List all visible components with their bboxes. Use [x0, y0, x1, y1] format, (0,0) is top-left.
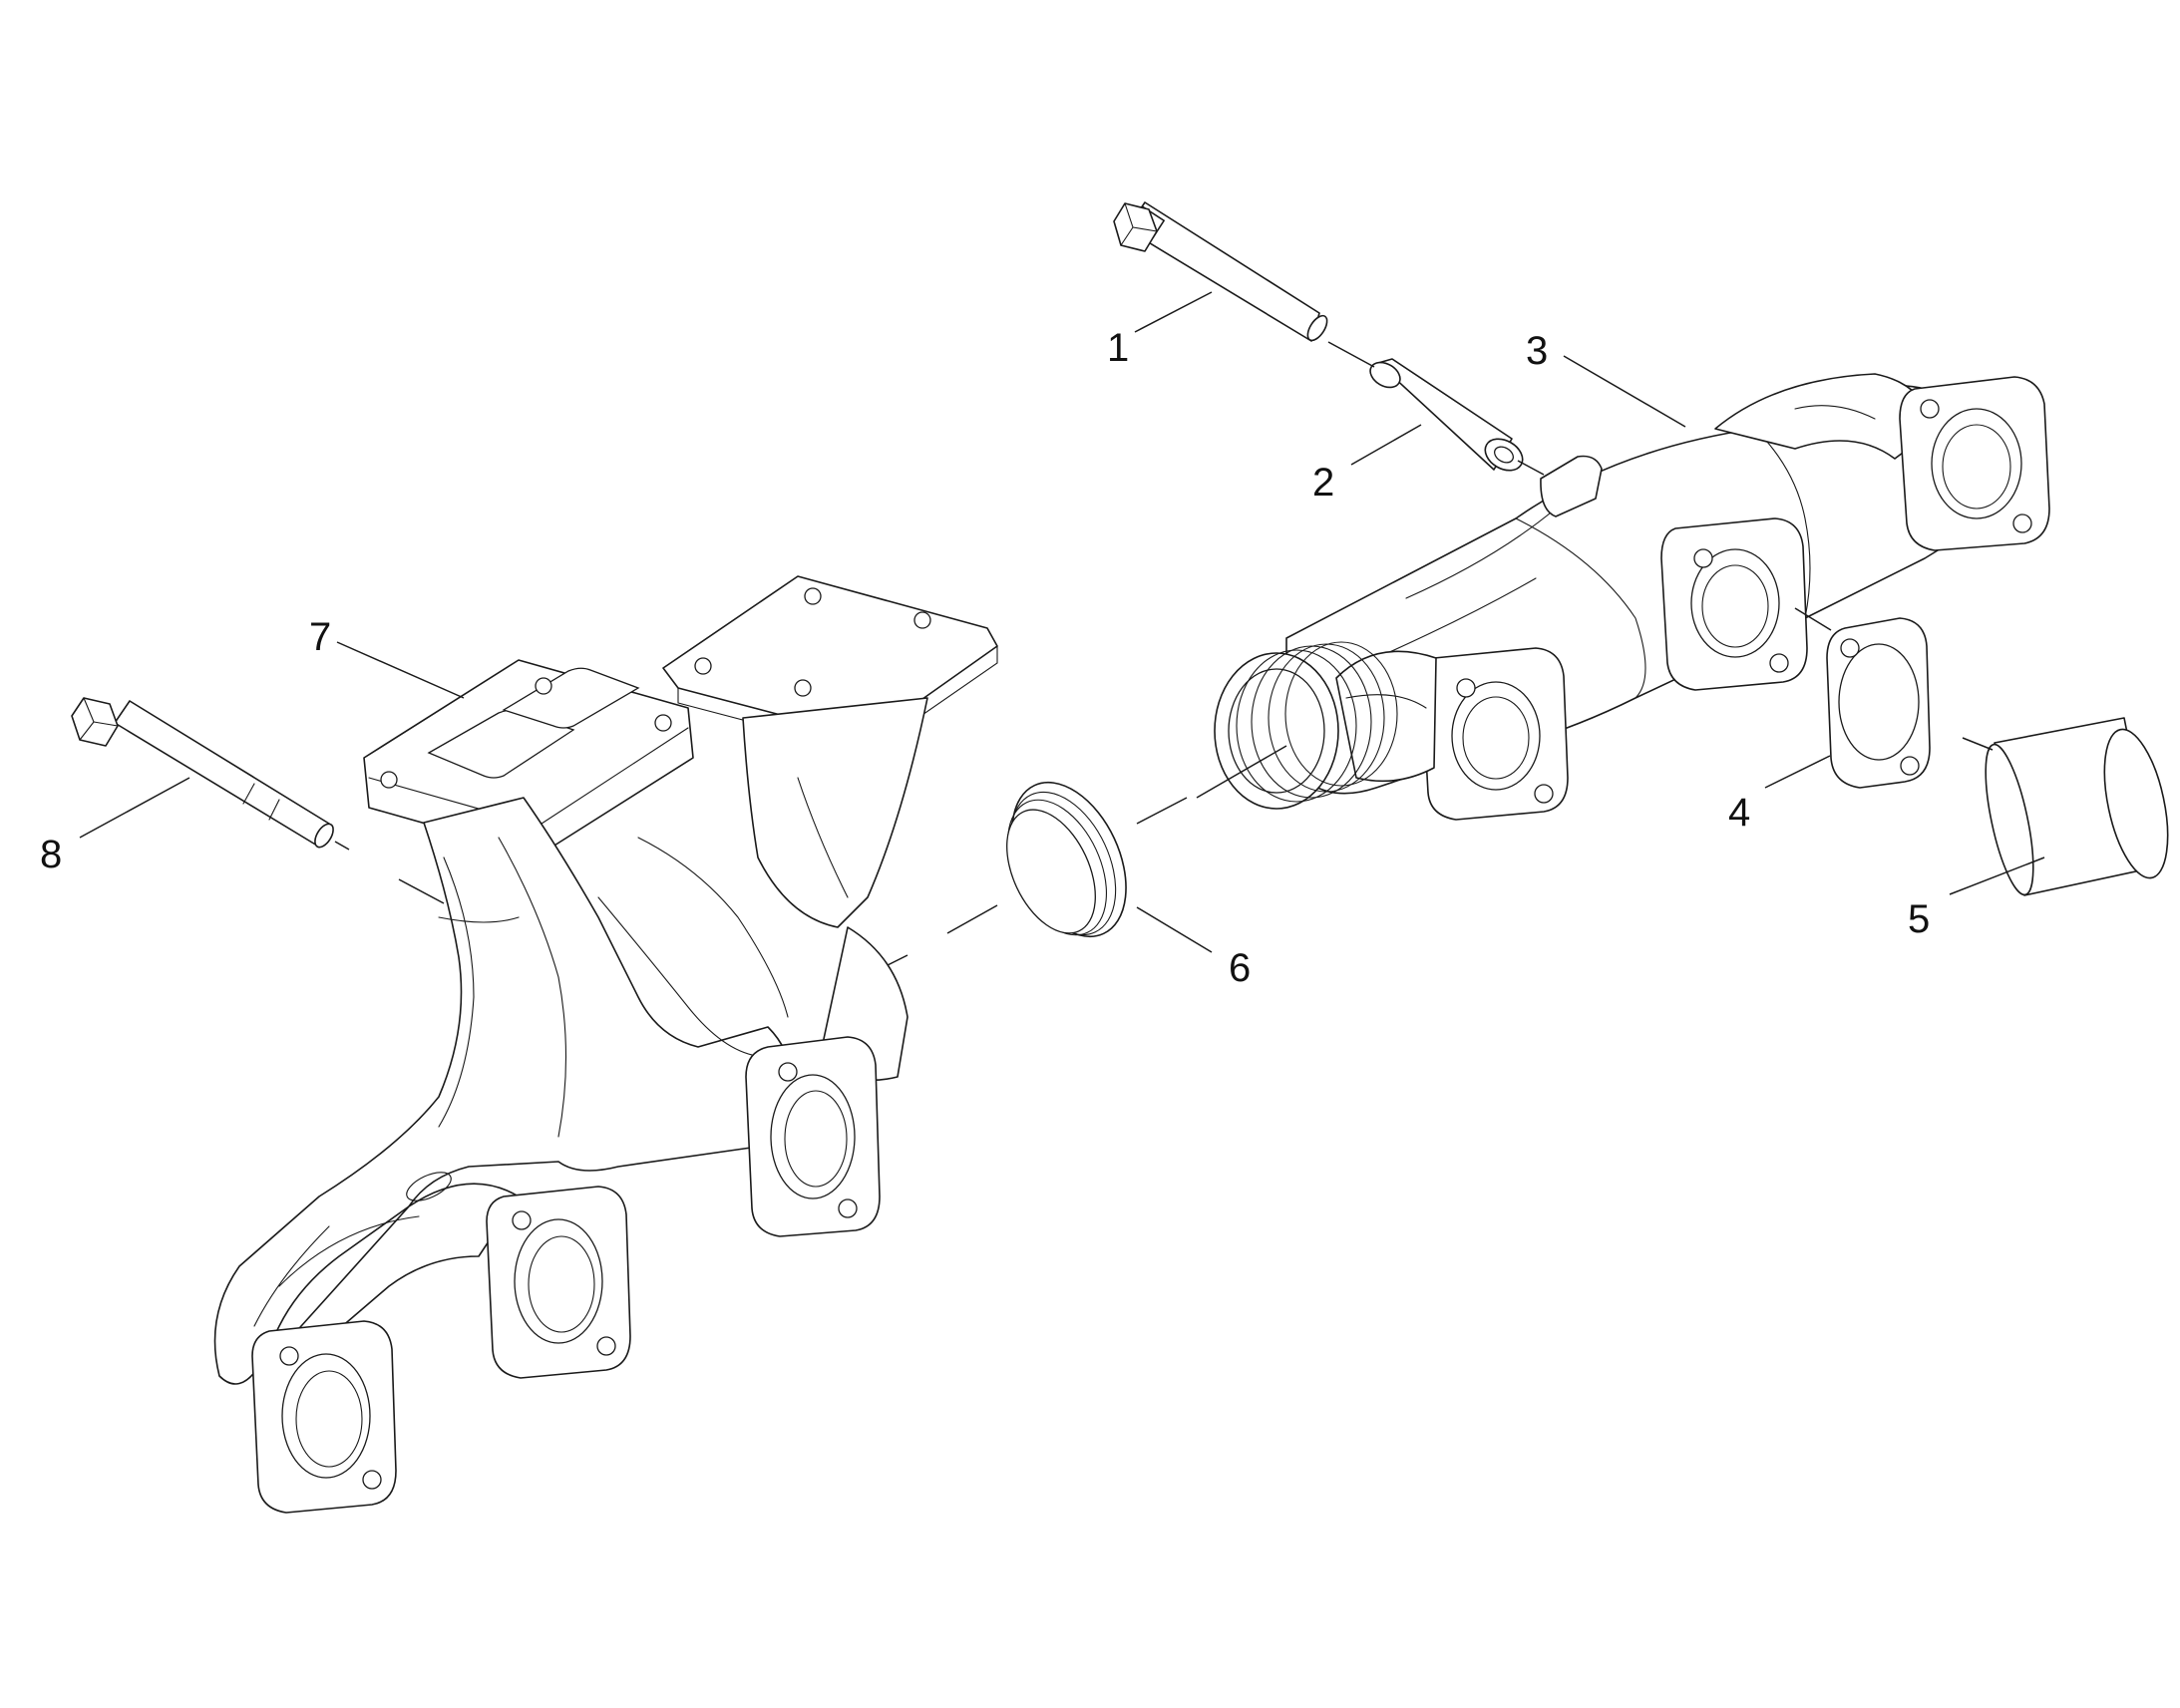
callout-1: 1 — [1107, 326, 1129, 370]
turbo-flange — [363, 659, 694, 856]
end-cap — [1962, 717, 2169, 896]
callout-5: 5 — [1908, 897, 1930, 941]
mounting-plate — [662, 575, 998, 754]
leader-8 — [79, 777, 190, 839]
callout-labels: 1 2 3 4 5 6 7 8 — [40, 326, 1930, 990]
callout-leaders — [79, 291, 2045, 953]
leader-5 — [1949, 856, 2045, 895]
spacer-sleeve — [1327, 341, 1545, 476]
bolt-left — [71, 697, 350, 851]
flange-left-lower — [251, 1320, 397, 1514]
leader-4 — [1764, 755, 1831, 789]
leader-6 — [1136, 906, 1213, 953]
leader-1 — [1134, 291, 1213, 333]
bolt-upper — [1113, 201, 1328, 342]
callout-6: 6 — [1229, 946, 1251, 990]
exhaust-manifold-left — [213, 575, 998, 1514]
callout-3: 3 — [1526, 329, 1548, 373]
flange-gasket — [1794, 607, 1931, 789]
sealing-ring — [946, 781, 1188, 938]
leader-7 — [336, 641, 465, 699]
exhaust-manifold-right — [1196, 373, 2050, 821]
leader-3 — [1563, 355, 1686, 428]
callout-8: 8 — [40, 833, 62, 876]
callout-4: 4 — [1728, 791, 1750, 835]
leader-2 — [1350, 424, 1422, 466]
flange-left-right — [745, 1036, 881, 1237]
callout-2: 2 — [1312, 461, 1334, 505]
flange-right-top — [1899, 376, 2050, 551]
flange-left-middle — [486, 1186, 631, 1379]
flange-right-middle — [1660, 517, 1808, 691]
flange-right-lower — [1421, 647, 1569, 821]
callout-7: 7 — [309, 615, 331, 659]
